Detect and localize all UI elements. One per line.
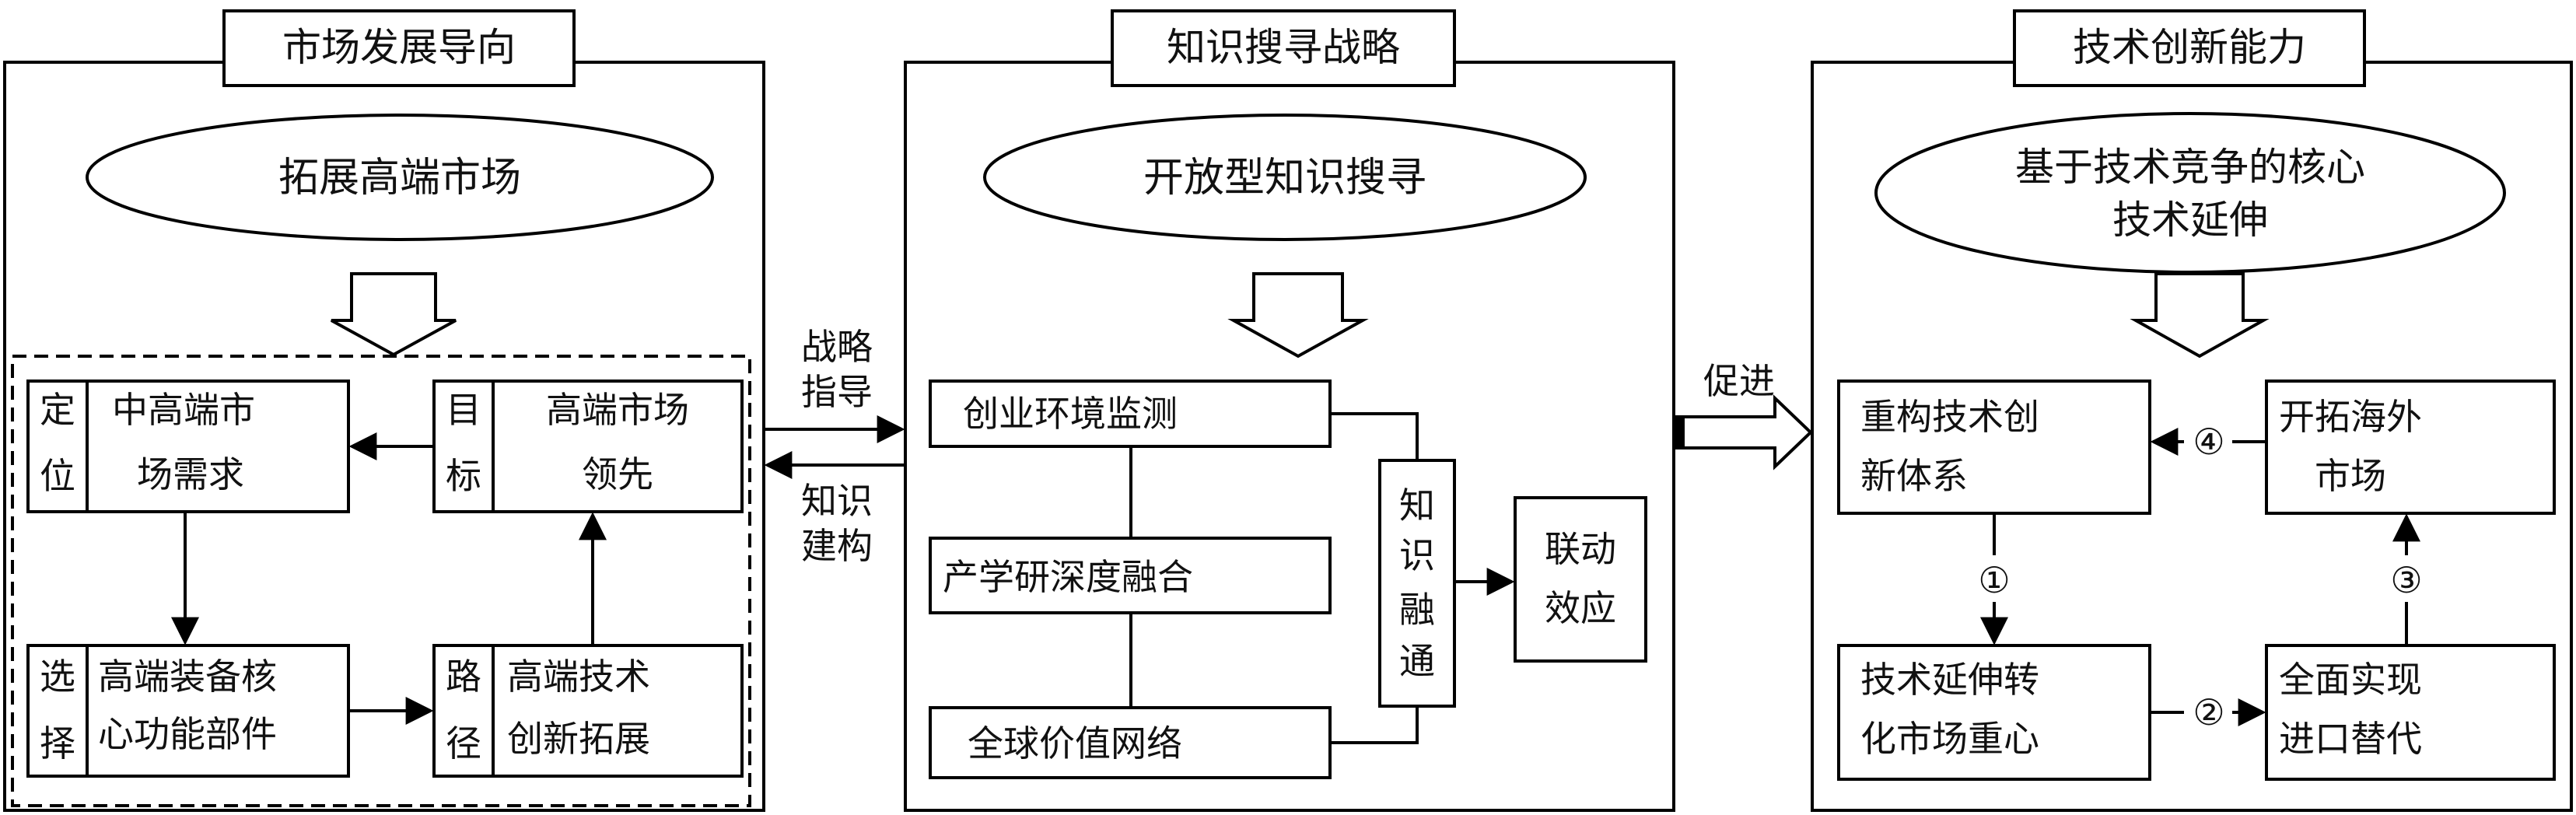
selection-text-2: 心功能部件 (98, 713, 277, 755)
tech-box-overseas-2: 市场 (2315, 455, 2386, 497)
panel-knowledge-title: 知识搜寻战略 (1167, 25, 1400, 70)
panel-market-title-box (222, 9, 576, 87)
goal-side-1: 目 (446, 389, 481, 431)
knowledge-ellipse-label: 开放型知识搜寻 (1143, 155, 1426, 201)
goal-text-1: 高端市场 (546, 389, 689, 431)
knowledge-item-global-network-label: 全球价值网络 (968, 722, 1182, 764)
fusion-char-3: 融 (1399, 589, 1435, 631)
market-box-selection (26, 644, 350, 778)
tech-step-3: ③ (2390, 559, 2422, 601)
knowledge-ellipse (983, 114, 1587, 241)
tech-box-substitution (2265, 644, 2556, 781)
tech-ellipse (1874, 112, 2506, 274)
promote-label: 促进 (1703, 360, 1775, 402)
tech-box-substitution-1: 全面实现 (2279, 659, 2422, 701)
tech-ellipse-label-2: 技术延伸 (2112, 198, 2268, 243)
guide-label-1: 战略 (801, 326, 873, 368)
positioning-text-2: 场需求 (137, 453, 244, 495)
panel-tech-title: 技术创新能力 (2073, 25, 2306, 70)
selection-side-2: 择 (40, 722, 75, 764)
connector-network-fusion (1330, 706, 1419, 744)
tech-box-rebuild-2: 新体系 (1860, 455, 1968, 497)
positioning-side-2: 位 (40, 455, 75, 497)
market-dashed-frame (11, 355, 751, 807)
market-box-positioning (26, 380, 350, 513)
tech-down-arrow (2130, 272, 2270, 359)
panel-tech-title-box (2013, 9, 2366, 87)
path-side-1: 路 (446, 656, 481, 698)
fusion-char-4: 通 (1399, 640, 1435, 682)
panel-market: 市场发展导向 拓展高端市场 定 位 中高端市 场需求 目 标 高端市场 领先 选… (3, 9, 765, 812)
market-box-goal (432, 380, 744, 513)
selection-side-1: 选 (40, 656, 75, 698)
tech-step-1: ① (1978, 559, 2010, 601)
selection-text-1: 高端装备核 (98, 656, 277, 698)
tech-ellipse-label-1: 基于技术竞争的核心 (2015, 145, 2365, 190)
positioning-side-1: 定 (40, 389, 75, 431)
positioning-text-1: 中高端市 (112, 389, 255, 431)
panel-market-title: 市场发展导向 (282, 25, 516, 70)
tech-box-transfer-2: 化市场重心 (1860, 718, 2039, 760)
guide-label-2: 指导 (801, 371, 873, 413)
knowledge-item-collaboration-label: 产学研深度融合 (943, 556, 1193, 598)
tech-step-4: ④ (2193, 421, 2224, 463)
panel-knowledge: 知识搜寻战略 开放型知识搜寻 创业环境监测 产学研深度融合 全球价值网络 知 识… (904, 9, 1675, 812)
fusion-char-2: 识 (1399, 534, 1435, 576)
build-label-2: 建构 (801, 525, 873, 567)
path-text-1: 高端技术 (507, 656, 650, 698)
build-label-1: 知识 (801, 480, 873, 522)
path-side-2: 径 (446, 722, 481, 764)
tech-box-transfer-1: 技术延伸转 (1860, 659, 2039, 701)
knowledge-down-arrow (1227, 272, 1369, 359)
tech-box-substitution-2: 进口替代 (2279, 718, 2422, 760)
market-box-path (432, 644, 744, 778)
effect-label-2: 效应 (1545, 587, 1616, 629)
market-ellipse (86, 114, 714, 241)
effect-label-1: 联动 (1545, 528, 1616, 570)
path-text-2: 创新拓展 (507, 718, 650, 760)
tech-box-rebuild (1837, 380, 2151, 515)
market-ellipse-label: 拓展高端市场 (278, 155, 521, 201)
market-down-arrow (331, 272, 457, 357)
connector-knowledge-tech: 促进 (1672, 360, 1813, 470)
panel-knowledge-title-box (1111, 9, 1456, 87)
connector-market-knowledge: 战略 指导 知识 建构 (764, 326, 905, 567)
knowledge-fusion-box (1378, 459, 1456, 708)
knowledge-item-collaboration (929, 537, 1332, 614)
goal-text-2: 领先 (582, 453, 653, 495)
knowledge-item-monitoring-label: 创业环境监测 (963, 393, 1178, 435)
fusion-char-1: 知 (1399, 484, 1435, 526)
connector-monitoring-fusion (1330, 412, 1419, 460)
panel-tech: 技术创新能力 基于技术竞争的核心 技术延伸 重构技术创 新体系 开拓海外 市场 … (1811, 9, 2573, 812)
tech-box-rebuild-1: 重构技术创 (1860, 396, 2039, 438)
tech-box-overseas (2265, 380, 2556, 515)
knowledge-effect-box (1514, 496, 1647, 663)
knowledge-item-monitoring (929, 380, 1332, 448)
tech-step-2: ② (2193, 691, 2224, 733)
goal-side-2: 标 (446, 455, 481, 497)
promote-arrow (1672, 394, 1813, 470)
tech-box-overseas-1: 开拓海外 (2279, 396, 2422, 438)
